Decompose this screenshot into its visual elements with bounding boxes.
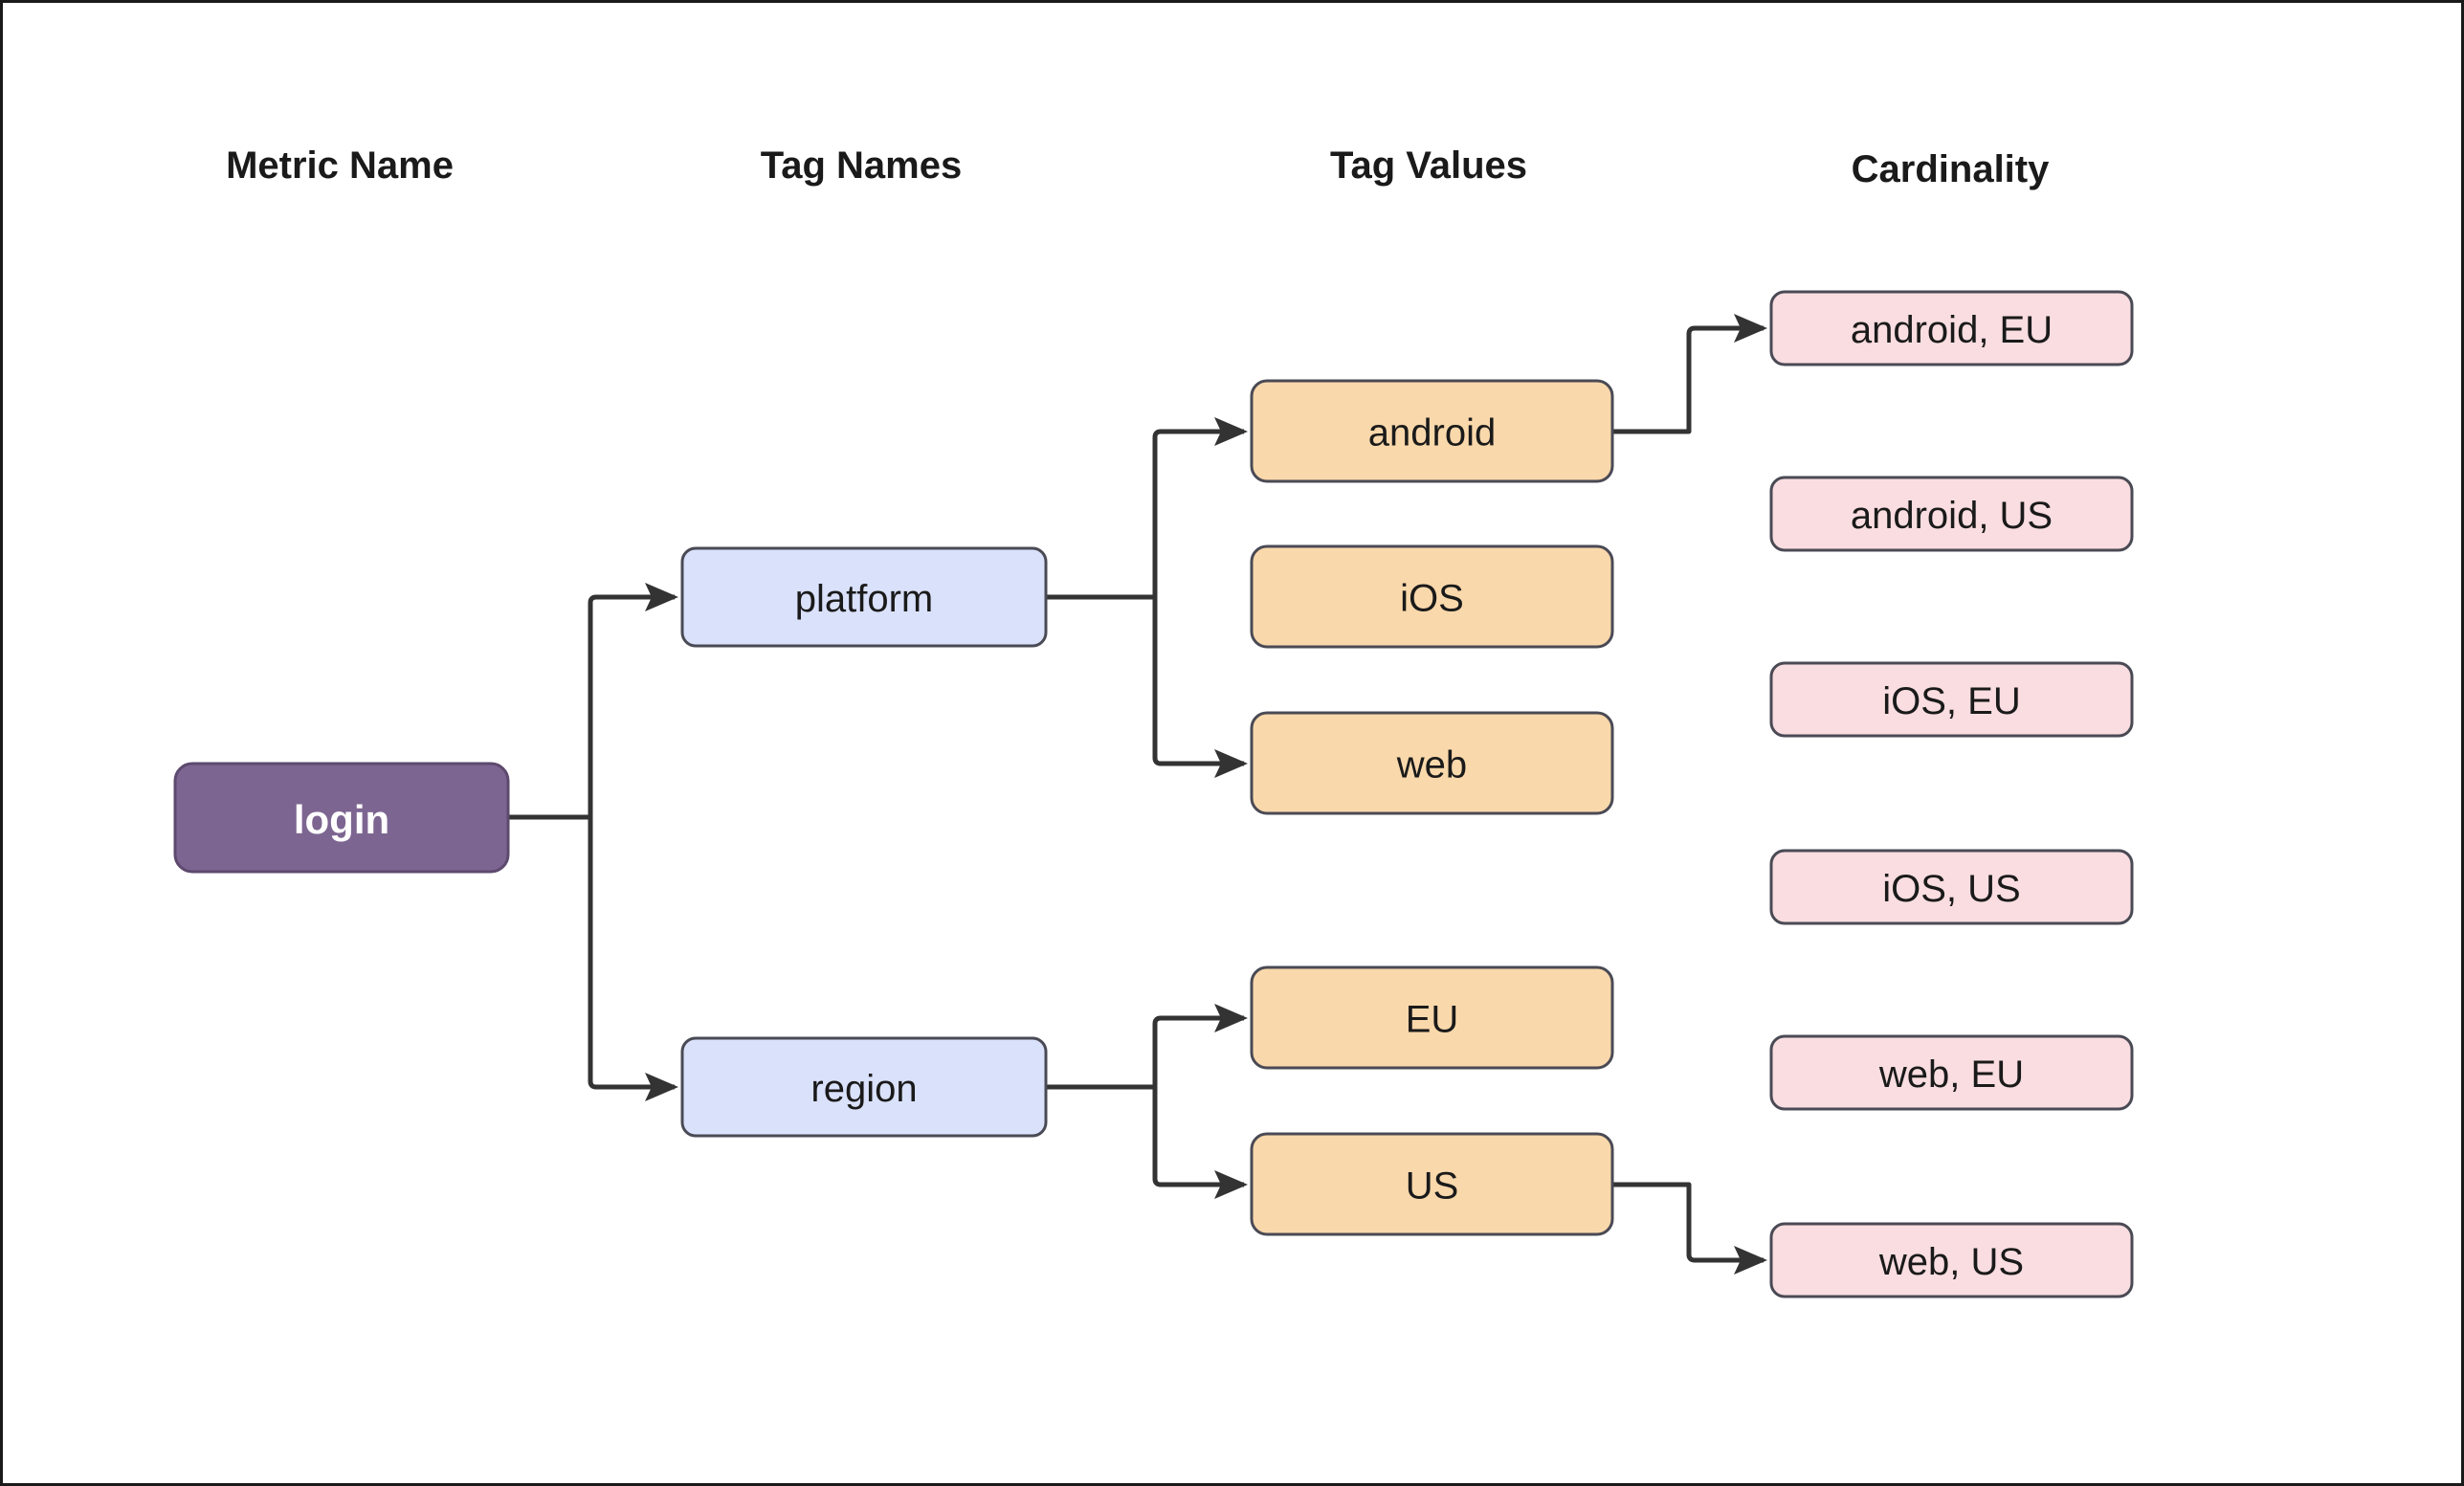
tag-value-node-ios[interactable]: iOS — [1250, 544, 1614, 649]
column-headers: Metric Name Tag Names Tag Values Cardinalit… — [226, 144, 2050, 190]
tag-value-node-label-eu: EU — [1406, 999, 1459, 1041]
cardinality-node-label-android-us: android, US — [1851, 495, 2053, 537]
tag-value-node-rect-eu[interactable] — [1250, 965, 1614, 1070]
column-header-tag-values: Tag Values — [1330, 144, 1527, 187]
cardinality-node-web-us[interactable]: web, US — [1769, 1222, 2134, 1298]
edge-us-to-web-us — [1612, 1182, 1768, 1275]
column-header-tag-names: Tag Names — [761, 144, 962, 187]
tag-value-node-rect-ios[interactable] — [1250, 544, 1614, 649]
cardinality-node-label-web-us: web, US — [1878, 1241, 2024, 1283]
tag-value-node-android[interactable]: android — [1250, 379, 1614, 483]
cardinality-node-label-ios-eu: iOS, EU — [1882, 680, 2020, 722]
cardinality-node-rect-android-eu[interactable] — [1769, 290, 2134, 366]
metric-node-rect-login[interactable] — [173, 762, 510, 874]
cardinality-node-ios-eu[interactable]: iOS, EU — [1769, 661, 2134, 738]
cardinality-node-rect-web-us[interactable] — [1769, 1222, 2134, 1298]
edge-platform-web — [1046, 594, 1249, 778]
cardinality-node-label-ios-us: iOS, US — [1882, 868, 2020, 910]
tag-name-node-rect-platform[interactable] — [680, 546, 1048, 648]
tag-value-node-eu[interactable]: EU — [1250, 965, 1614, 1070]
tag-name-node-label-platform: platform — [795, 578, 934, 620]
tag-name-node-region[interactable]: region — [680, 1036, 1048, 1138]
cardinality-node-ios-us[interactable]: iOS, US — [1769, 849, 2134, 925]
connector-edges — [508, 314, 1768, 1275]
tag-value-node-rect-android[interactable] — [1250, 379, 1614, 483]
tag-value-node-label-us: US — [1406, 1165, 1459, 1208]
cardinality-node-android-eu[interactable]: android, EU — [1769, 290, 2134, 366]
tag-value-node-label-android: android — [1368, 412, 1496, 455]
edge-platform-android — [1046, 417, 1249, 600]
tag-name-node-rect-region[interactable] — [680, 1036, 1048, 1138]
tag-value-node-label-web: web — [1396, 744, 1467, 787]
cardinality-node-rect-android-us[interactable] — [1769, 476, 2134, 552]
tag-value-node-web[interactable]: web — [1250, 711, 1614, 815]
tag-value-node-label-ios: iOS — [1400, 578, 1464, 620]
cardinality-node-rect-ios-us[interactable] — [1769, 849, 2134, 925]
edge-android-to-android-eu — [1612, 314, 1768, 434]
cardinality-node-rect-web-eu[interactable] — [1769, 1034, 2134, 1111]
column-header-metric-name: Metric Name — [226, 144, 454, 187]
cardinality-node-label-web-eu: web, EU — [1878, 1054, 2024, 1096]
metric-node-label-login: login — [294, 797, 389, 842]
cardinality-node-rect-ios-eu[interactable] — [1769, 661, 2134, 738]
cardinality-node-web-eu[interactable]: web, EU — [1769, 1034, 2134, 1111]
edge-login-region — [508, 814, 679, 1101]
metric-node-login[interactable]: login — [173, 762, 510, 874]
cardinality-node-android-us[interactable]: android, US — [1769, 476, 2134, 552]
edge-login-platform — [508, 583, 679, 820]
tag-name-node-label-region: region — [810, 1068, 917, 1110]
edge-region-us — [1046, 1084, 1249, 1199]
edge-region-eu — [1046, 1004, 1249, 1090]
tag-value-node-us[interactable]: US — [1250, 1132, 1614, 1236]
cardinality-node-label-android-eu: android, EU — [1851, 309, 2053, 351]
tree-diagram: Metric Name Tag Names Tag Values Cardinalit… — [173, 144, 2134, 1298]
tag-value-node-rect-web[interactable] — [1250, 711, 1614, 815]
tag-name-node-platform[interactable]: platform — [680, 546, 1048, 648]
tag-value-node-rect-us[interactable] — [1250, 1132, 1614, 1236]
column-header-cardinality: Cardinality — [1852, 148, 2050, 190]
